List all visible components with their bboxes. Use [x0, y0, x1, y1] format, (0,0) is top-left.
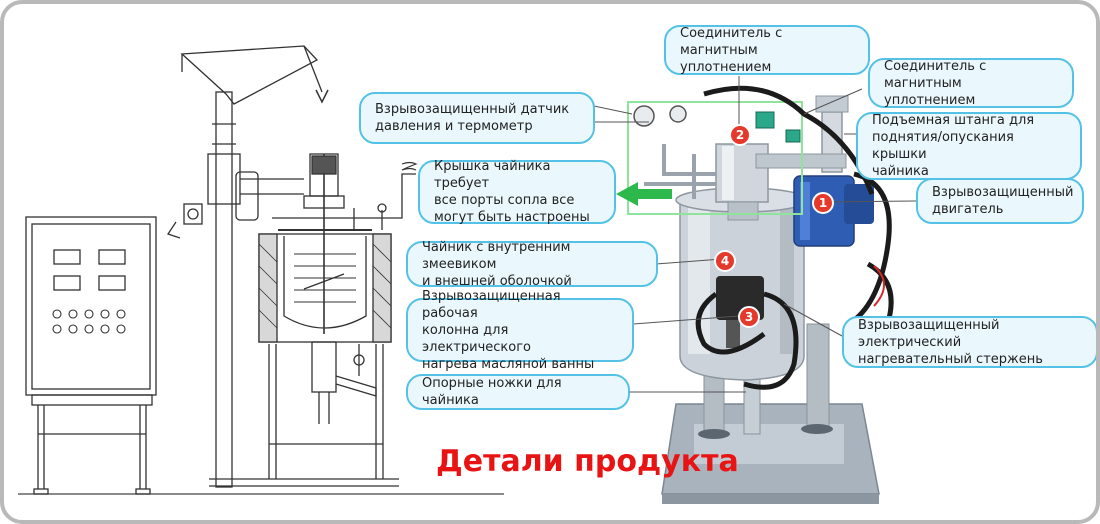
callout-magnet-connector-top: Соединитель с магнитным уплотнением	[664, 25, 870, 75]
badge-2: 2	[729, 124, 751, 146]
callout-heater-rod: Взрывозащищенный электрический нагревате…	[842, 316, 1096, 368]
page-title: Детали продукта	[436, 444, 739, 479]
callout-kettle-lid: Крышка чайника требует все порты сопла в…	[418, 159, 616, 225]
callout-kettle-coil: Чайник с внутренним змеевиком и внешней …	[406, 240, 658, 289]
callout-motor: Взрывозащищенный двигатель	[916, 178, 1084, 224]
equipment-illustration	[18, 45, 917, 504]
callout-pressure-sensor: Взрывозащищенный датчик давления и термо…	[359, 92, 595, 144]
callout-magnet-connector-right: Соединитель с магнитным уплотнением	[868, 58, 1074, 108]
callout-support-legs: Опорные ножки для чайника	[406, 374, 630, 410]
badge-1: 1	[812, 192, 834, 214]
reactor-illustration	[616, 85, 894, 504]
technical-drawing	[18, 45, 504, 495]
leader-lines	[593, 76, 917, 393]
badge-3: 3	[738, 306, 760, 328]
badge-4: 4	[714, 250, 736, 272]
callout-lift-rod: Подъемная штанга для поднятия/опускания …	[856, 112, 1082, 180]
callout-working-column: Взрывозащищенная рабочая колонна для эле…	[406, 289, 634, 372]
